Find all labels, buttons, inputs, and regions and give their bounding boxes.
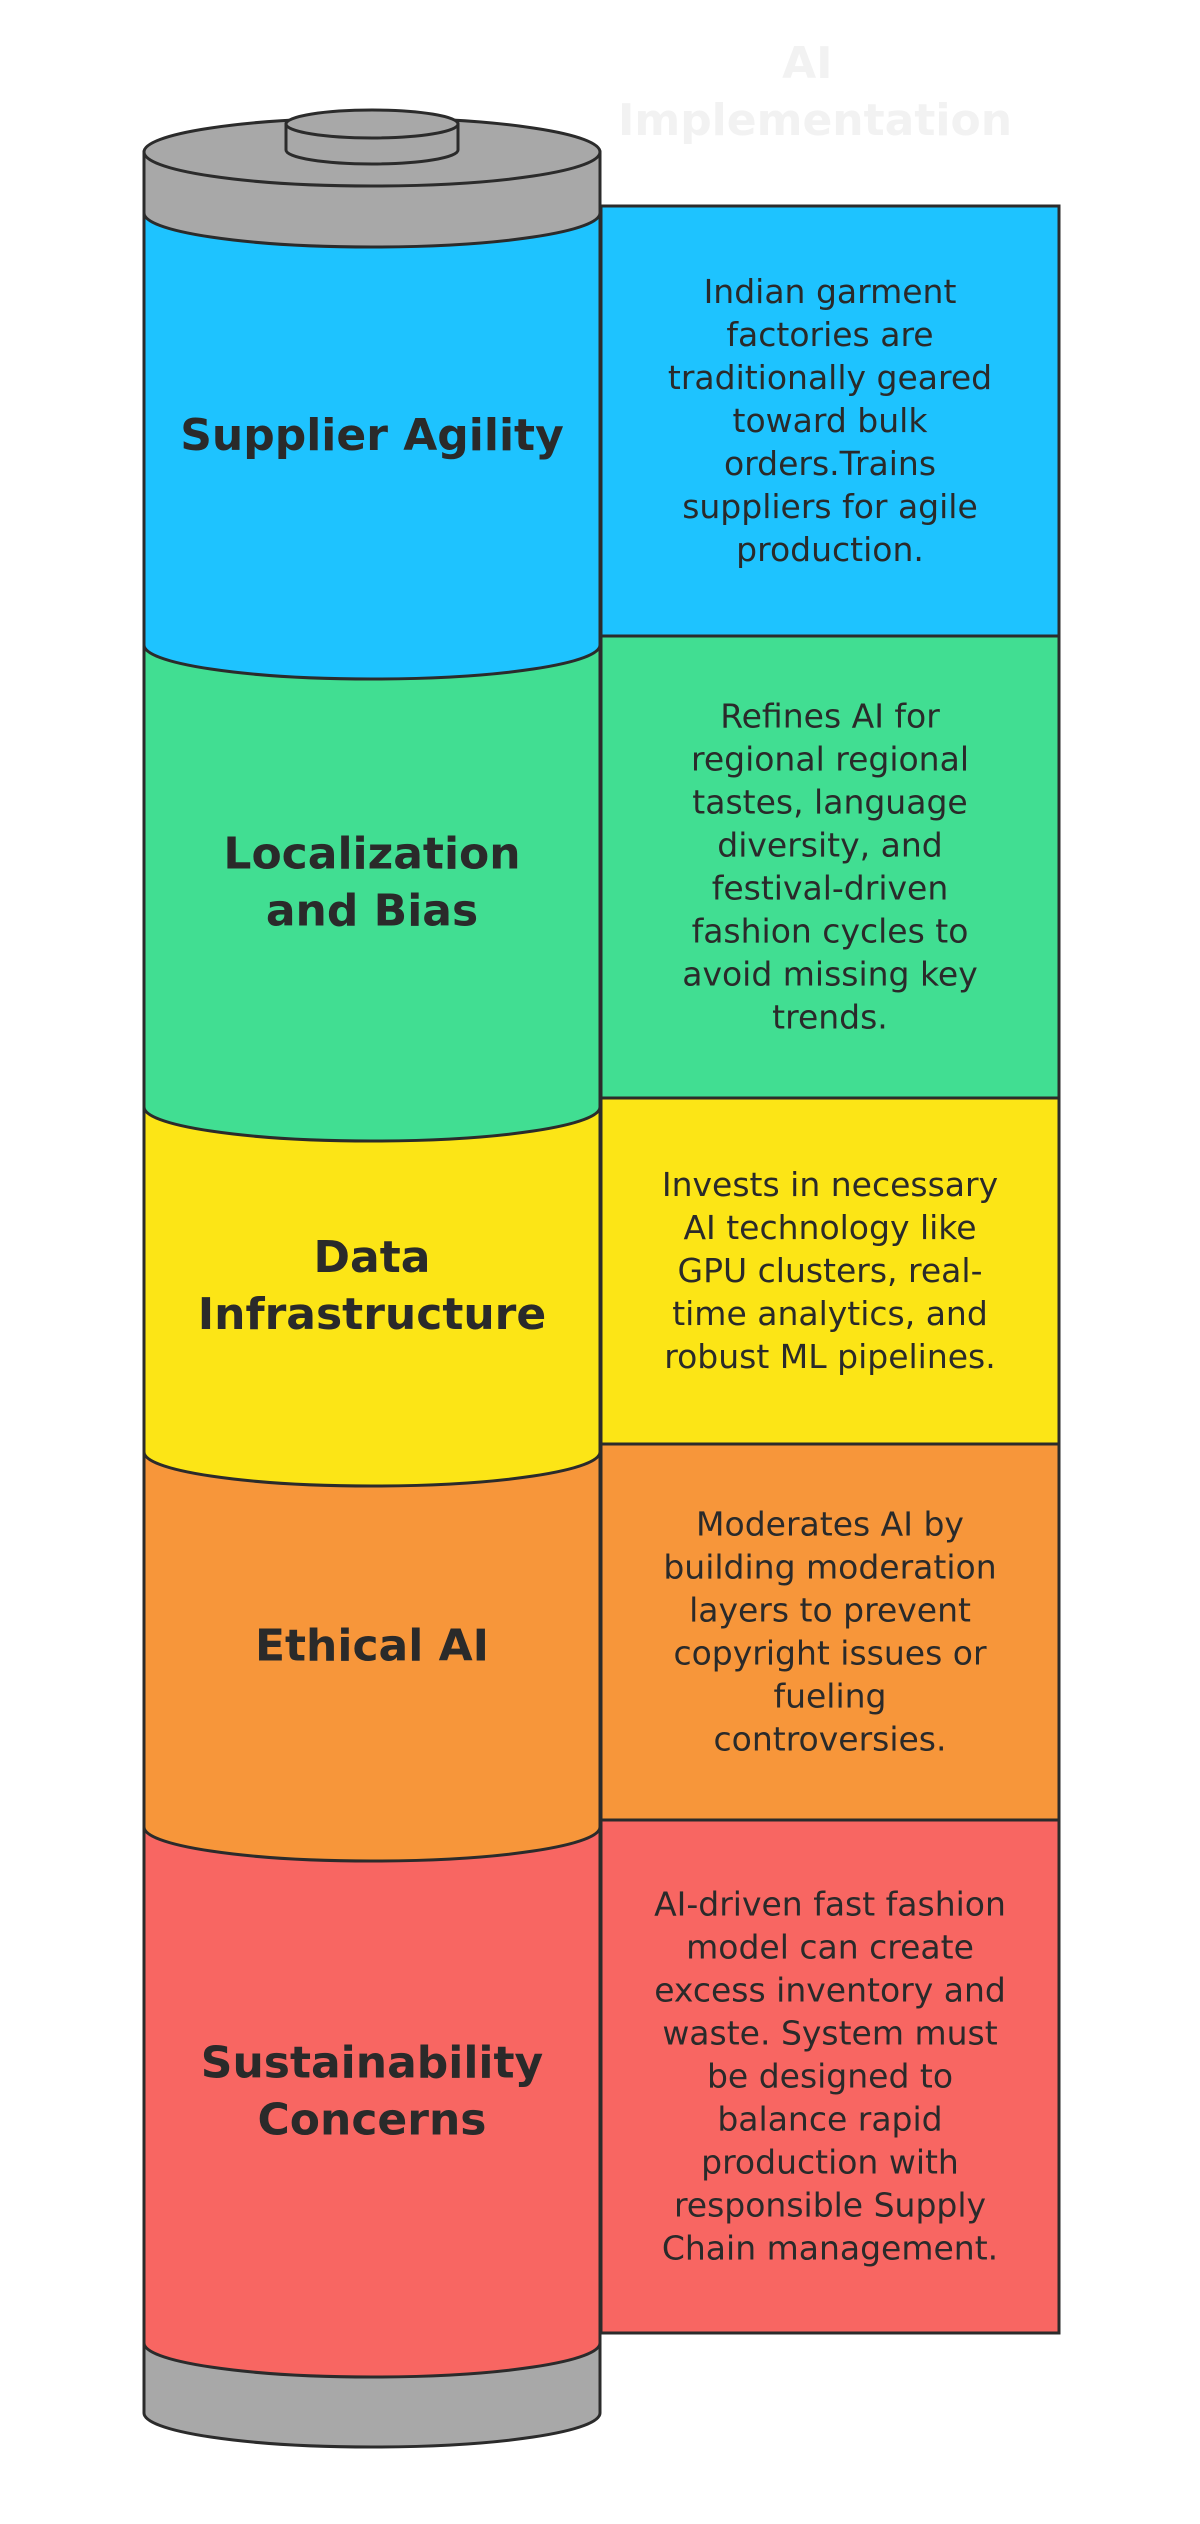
title-line-1: AI [782,38,832,89]
description-line: avoid missing key [682,955,978,994]
description-box-5: AI-driven fast fashion model can create ex… [599,1818,1061,2335]
description-line: traditionally geared [668,358,992,397]
description-line: AI technology like [683,1208,976,1247]
description-line: robust ML pipelines. [664,1337,995,1376]
description-line: balance rapid [717,2100,942,2139]
segment-label-line: Concerns [258,2095,487,2146]
segment-label: Localization and Bias [223,829,520,937]
description-line: suppliers for agile [682,487,978,526]
description-box-bg [599,1442,1061,1822]
description-line: regional regional [691,740,969,779]
description-line: Refines AI for [720,697,940,736]
description-line: Invests in necessary [662,1165,998,1204]
segment-label-line: Localization [223,829,520,880]
description-text: AI-driven fast fashion model can create ex… [654,1885,1006,2268]
description-line: Chain management. [662,2229,998,2268]
description-line: controversies. [714,1720,947,1759]
description-line: layers to prevent [689,1591,971,1630]
description-line: responsible Supply [674,2186,986,2225]
segment-label-line: Ethical AI [255,1621,489,1672]
segment-4: Ethical AI [142,1450,602,1863]
segment-body [142,1450,602,1863]
segment-label: Supplier Agility [180,410,564,461]
description-line: Moderates AI by [696,1505,964,1544]
segment-label-line: Data [314,1232,431,1283]
description-text: Indian garment factories are traditionally… [668,272,992,569]
description-line: building moderation [663,1548,996,1587]
description-box-1: Indian garment factories are traditionally… [599,204,1061,638]
segment-body [142,643,602,1143]
description-line: waste. System must [662,2014,997,2053]
segment-body [142,1825,602,2379]
terminal-top [284,108,460,140]
description-text: Refines AI for regional regional tastes, l… [682,697,978,1037]
description-box-bg [599,204,1061,638]
description-line: orders.Trains [724,444,936,483]
description-box-bg [599,1818,1061,2335]
description-line: diversity, and [717,826,942,865]
description-line: be designed to [707,2057,953,2096]
segment-body [142,211,602,681]
description-line: Indian garment [704,272,957,311]
title-line-2: Implementation [618,95,1012,146]
description-box-4: Moderates AI by building moderation layers… [599,1442,1061,1822]
description-line: tastes, language [692,783,967,822]
description-boxes: Indian garment factories are traditionally… [599,204,1061,2335]
description-box-2: Refines AI for regional regional tastes, l… [599,634,1061,1100]
segment-label-line: Infrastructure [198,1289,546,1340]
description-line: fueling [773,1677,886,1716]
description-box-bg [599,634,1061,1100]
description-box-bg [599,1096,1061,1446]
segment-2: Localization and Bias [142,643,602,1143]
segment-1: Supplier Agility [142,211,602,681]
description-line: copyright issues or [673,1634,986,1673]
description-line: production. [736,530,924,569]
segment-label-line: Sustainability [201,2038,543,2089]
description-text: Moderates AI by building moderation layers… [663,1505,996,1759]
description-line: time analytics, and [672,1294,988,1333]
segment-body [142,1105,602,1488]
description-line: trends. [772,998,888,1037]
description-line: production with [701,2143,959,2182]
description-line: excess inventory and [654,1971,1006,2010]
description-line: festival-driven [712,869,948,908]
segment-label: Ethical AI [255,1621,489,1672]
description-line: AI-driven fast fashion [654,1885,1006,1924]
description-line: GPU clusters, real- [678,1251,983,1290]
battery-top-cap [142,108,602,249]
description-line: fashion cycles to [692,912,969,951]
description-line: factories are [726,315,933,354]
segment-label-line: Supplier Agility [180,410,564,461]
description-line: model can create [686,1928,974,1967]
diagram-title: AI Implementation [618,38,1012,146]
description-line: toward bulk [733,401,929,440]
segment-label-line: and Bias [266,886,478,937]
